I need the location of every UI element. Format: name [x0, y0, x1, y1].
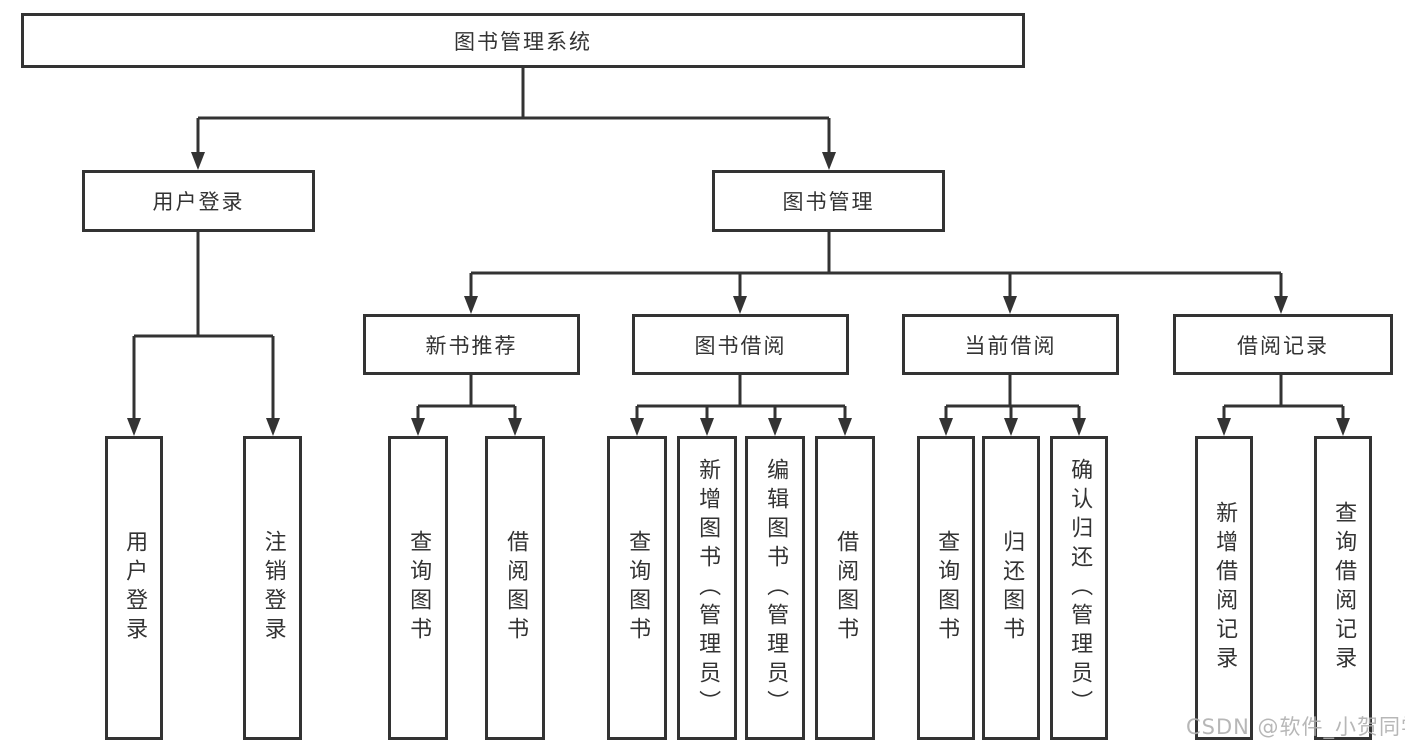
leaf-cb-query-books: 查询图书 — [917, 436, 975, 740]
leaf-nb-query-books: 查询图书 — [388, 436, 448, 740]
wire-root-to-level2 — [191, 68, 836, 170]
arrowhead — [411, 418, 425, 436]
arrowhead — [191, 152, 205, 170]
leaf-cb-query-books-label: 查询图书 — [934, 530, 960, 646]
leaf-bb-edit-books-admin: 编辑图书（管理员） — [745, 436, 805, 740]
leaf-cb-return-books-label: 归还图书 — [999, 530, 1025, 646]
leaf-nb-borrow-books: 借阅图书 — [485, 436, 545, 740]
node-current-borrow: 当前借阅 — [902, 314, 1119, 375]
leaf-br-query-borrow-record-label: 查询借阅记录 — [1331, 501, 1357, 675]
arrowhead — [464, 296, 478, 314]
arrowhead — [838, 418, 852, 436]
node-current-borrow-label: 当前借阅 — [964, 333, 1057, 358]
leaf-bb-borrow-books: 借阅图书 — [815, 436, 875, 740]
leaf-bb-borrow-books-label: 借阅图书 — [833, 530, 859, 646]
arrowhead — [1003, 296, 1017, 314]
node-user-login-label: 用户登录 — [152, 190, 245, 214]
leaf-bb-add-books-admin: 新增图书（管理员） — [677, 436, 737, 740]
leaf-br-add-borrow-record-label: 新增借阅记录 — [1212, 501, 1238, 675]
node-new-book-recommend-label: 新书推荐 — [425, 333, 518, 358]
node-borrow-record: 借阅记录 — [1173, 314, 1393, 375]
node-new-book-recommend: 新书推荐 — [363, 314, 580, 375]
csdn-watermark: CSDN @软件_小贺同学 — [1186, 715, 1405, 739]
leaf-cb-return-books: 归还图书 — [982, 436, 1040, 740]
wire-book-borrow-children — [630, 375, 852, 436]
leaf-bb-query-books-label: 查询图书 — [625, 530, 651, 646]
leaf-br-add-borrow-record: 新增借阅记录 — [1195, 436, 1253, 740]
node-book-mgmt: 图书管理 — [712, 170, 945, 232]
leaf-nb-query-books-label: 查询图书 — [406, 530, 432, 646]
leaf-cb-confirm-return-admin: 确认归还（管理员） — [1050, 436, 1108, 740]
leaf-br-query-borrow-record: 查询借阅记录 — [1314, 436, 1372, 740]
wire-user-login-children — [127, 232, 280, 436]
node-borrow-record-label: 借阅记录 — [1237, 333, 1329, 358]
node-book-borrow: 图书借阅 — [632, 314, 849, 375]
leaf-user-login: 用户登录 — [105, 436, 163, 740]
arrowhead — [939, 418, 953, 436]
arrowhead — [1336, 418, 1350, 436]
arrowhead — [508, 418, 522, 436]
leaf-logout-label: 注销登录 — [260, 530, 286, 646]
arrowhead — [768, 418, 782, 436]
arrowhead — [266, 418, 280, 436]
arrowhead — [1217, 418, 1231, 436]
leaf-logout: 注销登录 — [243, 436, 302, 740]
wire-current-borrow-children — [939, 375, 1086, 436]
arrowhead — [733, 296, 747, 314]
arrowhead — [127, 418, 141, 436]
wire-new-book-children — [411, 375, 522, 436]
arrowhead — [700, 418, 714, 436]
node-user-login: 用户登录 — [82, 170, 315, 232]
leaf-bb-add-books-admin-label: 新增图书（管理员） — [695, 457, 721, 719]
node-book-mgmt-label: 图书管理 — [782, 190, 875, 214]
arrowhead — [1004, 418, 1018, 436]
node-book-borrow-label: 图书借阅 — [694, 333, 787, 358]
wire-borrow-record-children — [1217, 375, 1350, 436]
arrowhead — [630, 418, 644, 436]
arrowhead — [1072, 418, 1086, 436]
leaf-bb-query-books: 查询图书 — [607, 436, 667, 740]
leaf-nb-borrow-books-label: 借阅图书 — [503, 530, 529, 646]
node-root-label: 图书管理系统 — [454, 29, 592, 54]
leaf-user-login-label: 用户登录 — [122, 530, 148, 646]
leaf-cb-confirm-return-admin-label: 确认归还（管理员） — [1067, 457, 1093, 719]
arrowhead — [1274, 296, 1288, 314]
leaf-bb-edit-books-admin-label: 编辑图书（管理员） — [763, 457, 789, 719]
arrowhead — [822, 152, 836, 170]
node-root: 图书管理系统 — [21, 13, 1025, 68]
wire-book-mgmt-to-level3 — [464, 232, 1288, 314]
